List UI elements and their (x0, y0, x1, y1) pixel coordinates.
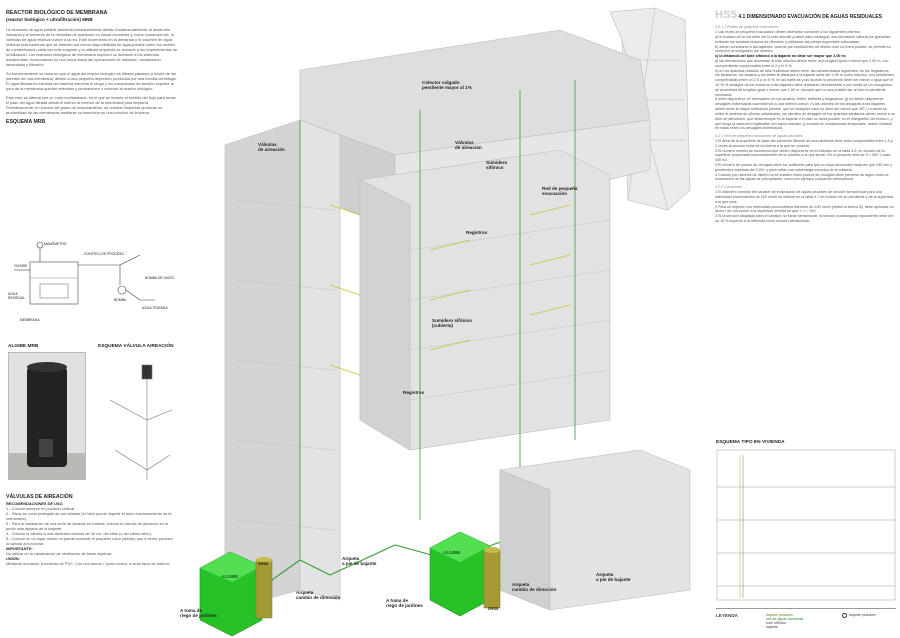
mrb-paragraph-3: Este ciclo se alterna con un corto contr… (6, 94, 176, 115)
tank-algibe-left (199, 551, 263, 637)
label-bomba: BOMBA (114, 298, 127, 302)
valves-item: 3.- Para la instalación de una serie de … (6, 520, 169, 531)
label-o2-aire: O2/AIRE (14, 264, 28, 268)
legend-item: bajante (766, 625, 778, 629)
label-arqueta-2: Arqueta a pie de bajante (596, 572, 631, 583)
right-text-9: 2 El número mínimo de sumideros que debe… (715, 148, 891, 163)
mrb-paragraph-2: Su funcionamiento se basa en que el agua… (6, 70, 177, 91)
valve-schema-title: ESQUEMA VÁLVULA AIREACIÓN (98, 344, 174, 349)
right-text-3: b) deben conectarse a las bajantes; cuan… (715, 44, 891, 54)
label-arqueta-cambio-2: Arqueta cambio de dirección (512, 582, 557, 593)
label-toma-2: A toma de riego de jardines (386, 598, 423, 609)
tank-mrb-left (255, 557, 273, 619)
label-algibe-1: ALGIBE (221, 574, 239, 579)
right-sub-2: 4.2.1 Red de pequeña evacuación de aguas… (715, 134, 803, 139)
label-algibe-2: ALGIBE (443, 550, 461, 555)
valves-item: 2.- Situar en zona protegida de las hela… (6, 510, 172, 521)
small-network (329, 204, 571, 376)
legend-item: bajante pluviales (766, 613, 793, 617)
hss-badge: HS5 (715, 9, 738, 21)
legend-item: bote sifónico (766, 621, 787, 625)
label-manometro: MANÓMETRO (44, 242, 67, 246)
label-agua-tratada: AGUA TRATADA (142, 306, 168, 310)
legend-title: LEYENDA (716, 613, 738, 618)
central-block (359, 149, 611, 451)
mrb-schema (14, 241, 155, 305)
right-text-2: a) el trazado de la red debe ser lo más … (715, 34, 892, 44)
right-text-5: d) las derivaciones que acometan al bote… (715, 58, 889, 68)
label-sumidero-cubierta: Sumidero sifónico (cubierta) (432, 318, 473, 329)
union-text: Mediante encolado, a tuberías de PVC. Co… (6, 560, 170, 566)
important-title: IMPORTANTE: (6, 545, 33, 551)
mrb-paragraph-1: La demanda de agua potable aumenta const… (6, 26, 178, 67)
valves-item: 4.- Colocar la válvula a una distancia m… (6, 530, 152, 536)
valves-block: VÁLVULAS DE AIREACIÓN RECOMENDACIONES DE… (6, 494, 176, 566)
label-arqueta-1: Arqueta a pie de bajante (342, 556, 377, 567)
right-text-12: 1 El diámetro nominal del canalón de eva… (715, 190, 894, 204)
label-sumidero: Sumidero sifónico (486, 160, 508, 171)
mrb-subtitle: (reactor biológico + ultrafiltración) MR… (6, 16, 93, 22)
legend-item: bajante pluviales (849, 613, 876, 617)
right-text-13: 2 Para un régimen con intensidad pluviom… (715, 204, 894, 214)
label-agua-residual: AGUA RESIDUAL (8, 292, 25, 300)
right-text-7: f) debe disponerse un rebosadero en los … (715, 97, 895, 131)
right-text-11: 4 Cuando por razones de diseño no se ins… (715, 172, 889, 182)
right-text-4: c) la distancia del bote sifónico a la b… (715, 54, 846, 59)
legend: LEYENDA bajante pluviales red de aguas s… (716, 608, 896, 634)
valves-subtitle: RECOMENDACIONES DE USO. (6, 500, 64, 506)
label-red-pequena: Red de pequeña evacuación (542, 186, 578, 197)
label-arqueta-cambio-1: Arqueta cambio de dirección (296, 590, 341, 601)
tower-left (224, 119, 341, 611)
label-mrb-2: MRB (488, 606, 499, 611)
right-text-6: e) en los aparatos dotados de sifón indi… (715, 68, 894, 97)
valve-sketch (109, 364, 173, 480)
label-membrana: MEMBRANA (20, 318, 40, 322)
label-toma-1: A toma de riego de jardines (180, 608, 217, 619)
schema-mrb-title: ESQUEMA MRB (6, 118, 46, 125)
label-registros-1: Registros (466, 230, 488, 235)
vivienda-schema (716, 449, 896, 601)
label-mrb-1: MRB (258, 561, 269, 566)
algibe-mrb-title: ALGIBE MRB (8, 344, 39, 349)
valves-item: 1.- Colocar siempre en posición vertical… (6, 505, 76, 511)
legend-marker-icon (842, 613, 847, 618)
vivienda-schema-title: ESQUEMA TIPO EN VIVIENDA (716, 440, 785, 445)
algibe-photo (8, 352, 86, 480)
tank-photo-illustration (9, 353, 85, 479)
label-colector: Colector colgado pendiente mayor al 1% (422, 80, 472, 91)
label-registros-2: Registros (403, 390, 425, 395)
label-control-proceso: CONTROL DE PROCESO (84, 252, 125, 256)
label-bomba-vacio: BOMBA DE VACÍO (145, 276, 174, 280)
important-text: No utilizar en la canalización de ventil… (6, 550, 113, 556)
tank-mrb-right (483, 547, 501, 609)
right-sub-3: 4.2.2 Canalones (715, 185, 742, 190)
left-column: REACTOR BIOLÓGICO DE MEMBRANA (reactor b… (6, 10, 178, 125)
right-title: 4.1 DIMENSIONADO EVACUACIÓN DE AGUAS RES… (738, 14, 882, 20)
ground-pipes (264, 80, 576, 586)
union-title: UNIÓN: (6, 555, 20, 561)
small-building (499, 449, 691, 611)
right-text-14: 3 Si la sección adoptada para el canalón… (715, 214, 894, 223)
tank-algibe-right (429, 531, 491, 617)
right-text-10: 3 El número de puntos de recogida debe s… (715, 163, 893, 172)
label-valvulas-2: Válvulas de aireación (455, 140, 482, 151)
right-sub-1: 3.3.1.2 Redes de pequeña evacuación (715, 25, 779, 30)
valves-item: 5.- Colocar en un lugar donde no pueda m… (6, 535, 173, 546)
legend-item: red de aguas sanitarias (766, 617, 804, 621)
right-column: HS5 4.1 DIMENSIONADO EVACUACIÓN DE AGUAS… (715, 8, 895, 224)
label-valvulas-1: Válvulas de aireación (258, 142, 285, 153)
mrb-title: REACTOR BIOLÓGICO DE MEMBRANA (6, 10, 108, 16)
right-text-8: 1 El área de la superficie de paso del e… (715, 138, 893, 148)
valves-title: VÁLVULAS DE AIREACIÓN (6, 494, 73, 500)
right-text-1: 1 Las redes de pequeña evacuación deben … (715, 30, 861, 35)
